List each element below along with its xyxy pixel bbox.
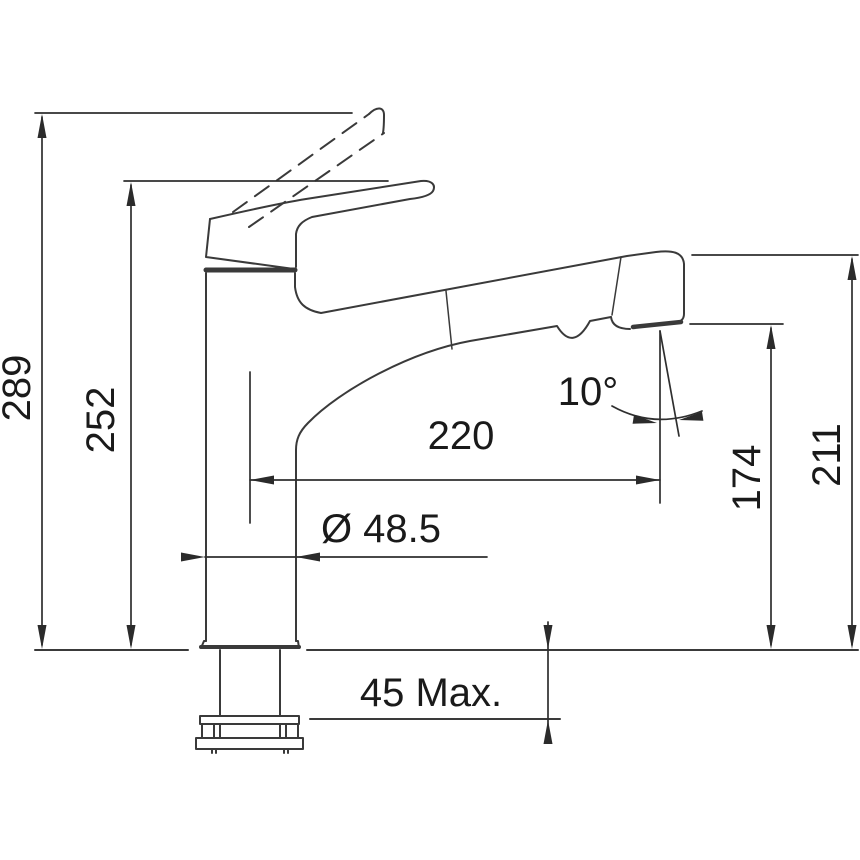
faucet-spout-underside — [295, 316, 612, 642]
dim-handle-height-label: 252 — [79, 387, 123, 454]
faucet-outline — [195, 107, 685, 754]
dimension-body-diameter: Ø 48.5 — [181, 507, 488, 562]
counter-reference-lines — [34, 649, 859, 720]
faucet-handle-raised-dashed — [232, 113, 370, 213]
faucet-handle-raised-tip — [368, 107, 385, 134]
dim-outlet-height-label: 174 — [725, 445, 769, 512]
dimension-annotations: 289 252 220 Ø 48.5 — [0, 112, 859, 744]
dimension-overall-height: 289 — [0, 112, 353, 649]
faucet-aerator — [630, 319, 684, 330]
dimension-spout-reach: 220 — [249, 371, 661, 524]
faucet-nozzle-step — [610, 316, 631, 330]
faucet-handle-raised-dashed — [248, 132, 385, 228]
faucet-spout-joint — [445, 290, 453, 350]
faucet-sprayhead-joint — [611, 256, 622, 316]
dim-spout-top-height-label: 211 — [805, 423, 849, 487]
faucet-shank — [219, 649, 281, 717]
dim-spray-angle-label: 10° — [558, 370, 619, 414]
dimension-outlet-height: 174 — [689, 323, 784, 649]
dimension-counter-thickness: 45 Max. — [360, 621, 553, 744]
dim-spout-reach-label: 220 — [428, 414, 495, 458]
faucet-lever — [209, 179, 435, 268]
faucet-mounting-feet — [211, 748, 289, 754]
faucet-mounting-washer — [195, 737, 304, 750]
faucet-mounting-plate — [199, 715, 300, 725]
dim-body-diameter-label: Ø 48.5 — [321, 507, 441, 551]
dim-counter-thickness-label: 45 Max. — [360, 671, 502, 715]
faucet-handle-base — [205, 218, 295, 270]
dimension-handle-height: 252 — [79, 180, 389, 649]
dim-overall-height-label: 289 — [0, 355, 39, 422]
faucet-spout-top — [294, 250, 685, 328]
faucet-mounting-nut — [201, 723, 299, 739]
dimension-spray-angle: 10° — [558, 330, 704, 504]
dimension-spout-top-height: 211 — [691, 254, 859, 649]
